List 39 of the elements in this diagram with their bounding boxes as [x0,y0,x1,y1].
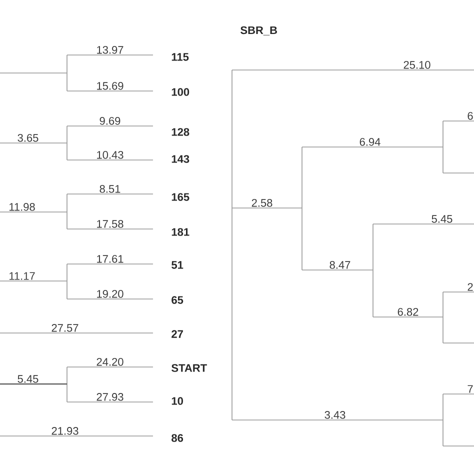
branch-length: 5.45 [18,375,38,383]
branch-length: 17.58 [97,220,124,228]
branch-length: 27.93 [96,393,124,401]
branch-length: 10.43 [97,151,124,159]
branch-length: 15.69 [97,82,124,90]
branch-length: 8.51 [100,185,120,193]
branch-length: 6.82 [398,308,418,316]
panel-title: SBR_B [240,26,277,36]
branch-length: 9.69 [100,117,120,125]
branch-length: 3.65 [18,134,38,142]
branch-length: 25.10 [404,61,430,69]
branch-length: 2.58 [252,199,272,207]
leaf-label: 51 [172,261,184,269]
leaf-label: 10 [172,397,183,405]
branch-length: 5.45 [432,215,452,223]
branch-length: 24.20 [96,358,124,366]
branch-length: 8.47 [330,261,350,269]
leaf-label: 100 [172,88,190,96]
branch-length: 3.43 [324,411,346,419]
leaf-label: 86 [172,434,184,442]
leaf-label: 143 [172,155,190,163]
branch-length: 21.93 [52,427,78,435]
leaf-label: 115 [172,53,189,61]
branch-length: 11.98 [9,203,35,211]
branch-length: 6.94 [360,138,380,146]
branch-length: 27.57 [52,324,78,332]
leaf-label: 27 [172,330,183,338]
branch-length: 11.17 [9,272,35,280]
leaf-label: 181 [172,228,190,236]
branch-length: 6 [468,112,473,120]
branch-length: 19.20 [97,290,124,298]
leaf-label: START [172,364,207,372]
leaf-label: 165 [172,193,190,201]
branch-length: 17.61 [97,255,124,263]
branch-length: 7 [468,385,473,393]
branch-length: 2 [468,283,473,291]
leaf-label: 65 [172,296,184,304]
branch-length: 13.97 [97,46,124,54]
leaf-label: 128 [172,128,190,136]
